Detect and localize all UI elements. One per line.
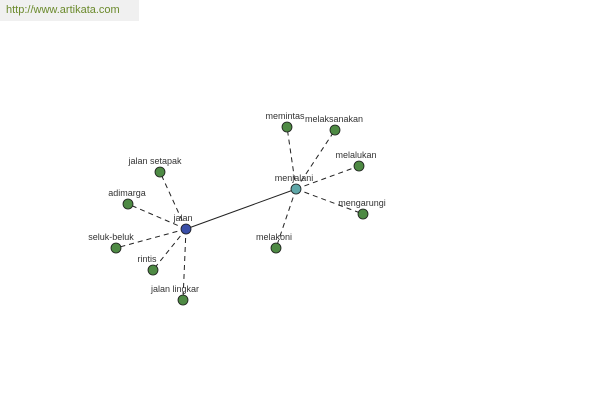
edge-jalan-jalan-lingkar <box>182 228 187 301</box>
node-dot-jalan-lingkar[interactable] <box>177 294 189 306</box>
leaf-node-memintas[interactable]: memintas <box>265 111 305 133</box>
edge-jalan-adimarga <box>127 203 187 230</box>
node-dot-adimarga[interactable] <box>122 198 134 210</box>
node-label-jalan-setapak[interactable]: jalan setapak <box>127 156 182 166</box>
edge-jalan-rintis <box>152 228 187 271</box>
edge-jalan-jalan-setapak <box>159 171 187 230</box>
leaf-node-mengarungi[interactable]: mengarungi <box>338 198 386 220</box>
leaf-node-melaksanakan[interactable]: melaksanakan <box>305 114 363 136</box>
node-dot-jalan-setapak[interactable] <box>154 166 166 178</box>
hub-node-menjalani[interactable]: menjalani <box>275 173 314 195</box>
leaf-node-adimarga[interactable]: adimarga <box>108 188 146 210</box>
node-dot-melaksanakan[interactable] <box>329 124 341 136</box>
leaf-node-melalukan[interactable]: melalukan <box>335 150 377 172</box>
leaf-node-rintis[interactable]: rintis <box>137 254 159 276</box>
leaf-node-seluk-beluk[interactable]: seluk-beluk <box>88 232 134 254</box>
edge-jalan-menjalani <box>185 188 297 230</box>
node-dot-menjalani[interactable] <box>290 183 302 195</box>
leaf-node-jalan-setapak[interactable]: jalan setapak <box>127 156 182 178</box>
node-label-melaksanakan[interactable]: melaksanakan <box>305 114 363 124</box>
node-dot-rintis[interactable] <box>147 264 159 276</box>
edge-menjalani-memintas <box>286 126 297 190</box>
edge-menjalani-mengarungi <box>295 188 364 215</box>
node-label-seluk-beluk[interactable]: seluk-beluk <box>88 232 134 242</box>
node-dot-memintas[interactable] <box>281 121 293 133</box>
node-dot-mengarungi[interactable] <box>357 208 369 220</box>
hub-node-jalan[interactable]: jalan <box>172 213 193 235</box>
node-label-memintas[interactable]: memintas <box>265 111 305 121</box>
node-label-jalan[interactable]: jalan <box>172 213 192 223</box>
edge-menjalani-melaksanakan <box>295 129 336 190</box>
node-label-jalan-lingkar[interactable]: jalan lingkar <box>150 284 199 294</box>
edge-menjalani-melakoni <box>275 188 297 249</box>
node-dot-seluk-beluk[interactable] <box>110 242 122 254</box>
edge-menjalani-melalukan <box>295 165 360 190</box>
node-dot-jalan[interactable] <box>180 223 192 235</box>
node-label-menjalani[interactable]: menjalani <box>275 173 314 183</box>
node-label-mengarungi[interactable]: mengarungi <box>338 198 386 208</box>
node-label-melakoni[interactable]: melakoni <box>256 232 292 242</box>
source-url-link[interactable]: http://www.artikata.com <box>0 0 139 21</box>
node-label-rintis[interactable]: rintis <box>137 254 157 264</box>
node-label-adimarga[interactable]: adimarga <box>108 188 146 198</box>
node-dot-melakoni[interactable] <box>270 242 282 254</box>
leaf-node-jalan-lingkar[interactable]: jalan lingkar <box>150 284 199 306</box>
graph-edges <box>115 126 364 301</box>
leaf-node-melakoni[interactable]: melakoni <box>256 232 292 254</box>
node-label-melalukan[interactable]: melalukan <box>335 150 376 160</box>
edge-jalan-seluk-beluk <box>115 228 187 249</box>
node-dot-melalukan[interactable] <box>353 160 365 172</box>
graph-nodes: jalan setapak adimarga seluk-beluk rintis ja… <box>88 111 386 306</box>
